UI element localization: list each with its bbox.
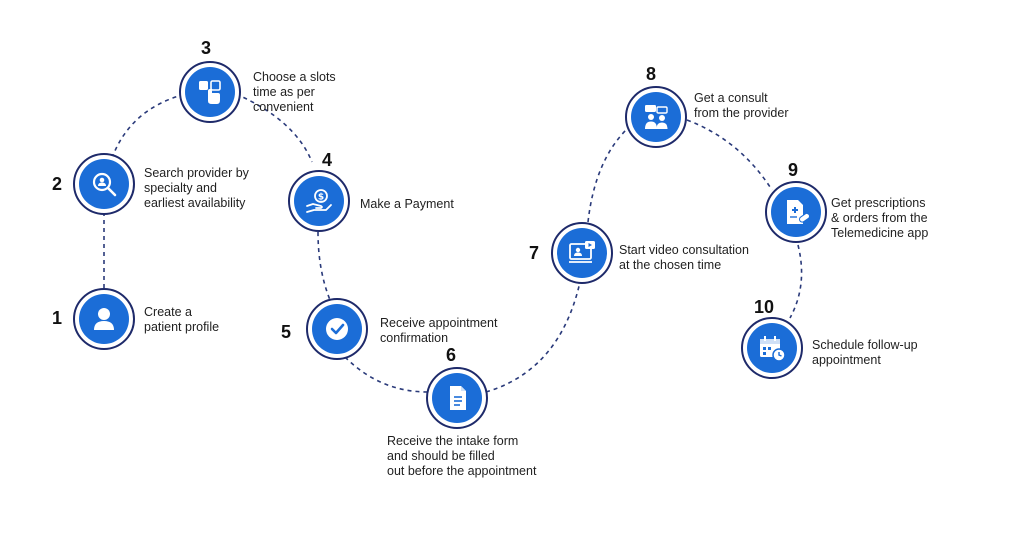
step-3-label: Choose a slots time as per convenient xyxy=(253,70,336,114)
step-5-number: 5 xyxy=(281,322,292,342)
step-1-number: 1 xyxy=(52,308,63,328)
step-4-node: $ xyxy=(288,170,350,232)
step-10-number: 10 xyxy=(754,297,775,317)
step-3-node xyxy=(179,61,241,123)
step-5-label: Receive appointment confirmation xyxy=(380,316,498,345)
step-8-node xyxy=(625,86,687,148)
step-7-number: 7 xyxy=(529,243,540,263)
payment-icon: $ xyxy=(294,176,344,226)
step-10-node xyxy=(741,317,803,379)
svg-text:$: $ xyxy=(318,193,324,203)
connector-6-7 xyxy=(485,281,581,393)
calendar-clock-icon xyxy=(747,323,797,373)
step-9-node xyxy=(765,181,827,243)
video-call-icon xyxy=(557,228,607,278)
step-6-label: Receive the intake form and should be fi… xyxy=(387,434,537,478)
checkmark-icon xyxy=(312,304,362,354)
step-8-label: Get a consult from the provider xyxy=(694,91,789,120)
form-icon xyxy=(432,373,482,423)
step-6-number: 6 xyxy=(446,345,457,365)
step-2-label: Search provider by specialty and earlies… xyxy=(144,166,249,210)
step-2-number: 2 xyxy=(52,174,63,194)
step-3-number: 3 xyxy=(201,38,212,58)
step-7-node xyxy=(551,222,613,284)
connector-8-9 xyxy=(686,119,773,191)
step-1-label: Create a patient profile xyxy=(144,305,220,334)
connector-3-4 xyxy=(235,93,313,163)
connector-7-8 xyxy=(587,127,629,223)
connector-2-3 xyxy=(111,94,183,159)
step-6-node xyxy=(426,367,488,429)
search-provider-icon xyxy=(79,159,129,209)
prescription-icon xyxy=(771,187,821,237)
step-1-node xyxy=(73,288,135,350)
step-2-node xyxy=(73,153,135,215)
consult-icon xyxy=(631,92,681,142)
user-icon xyxy=(79,294,129,344)
step-8-number: 8 xyxy=(646,64,657,84)
connector-9-10 xyxy=(789,244,803,319)
step-9-number: 9 xyxy=(788,160,799,180)
step-4-number: 4 xyxy=(322,150,333,170)
step-4-label: Make a Payment xyxy=(360,197,454,211)
connector-5-6 xyxy=(344,356,429,393)
step-5-node xyxy=(306,298,368,360)
step-7-label: Start video consultation at the chosen t… xyxy=(619,243,749,272)
tap-slot-icon xyxy=(185,67,235,117)
step-9-label: Get prescriptions & orders from the Tele… xyxy=(831,196,929,240)
step-10-label: Schedule follow-up appointment xyxy=(812,338,918,367)
connector-4-5 xyxy=(317,231,331,301)
